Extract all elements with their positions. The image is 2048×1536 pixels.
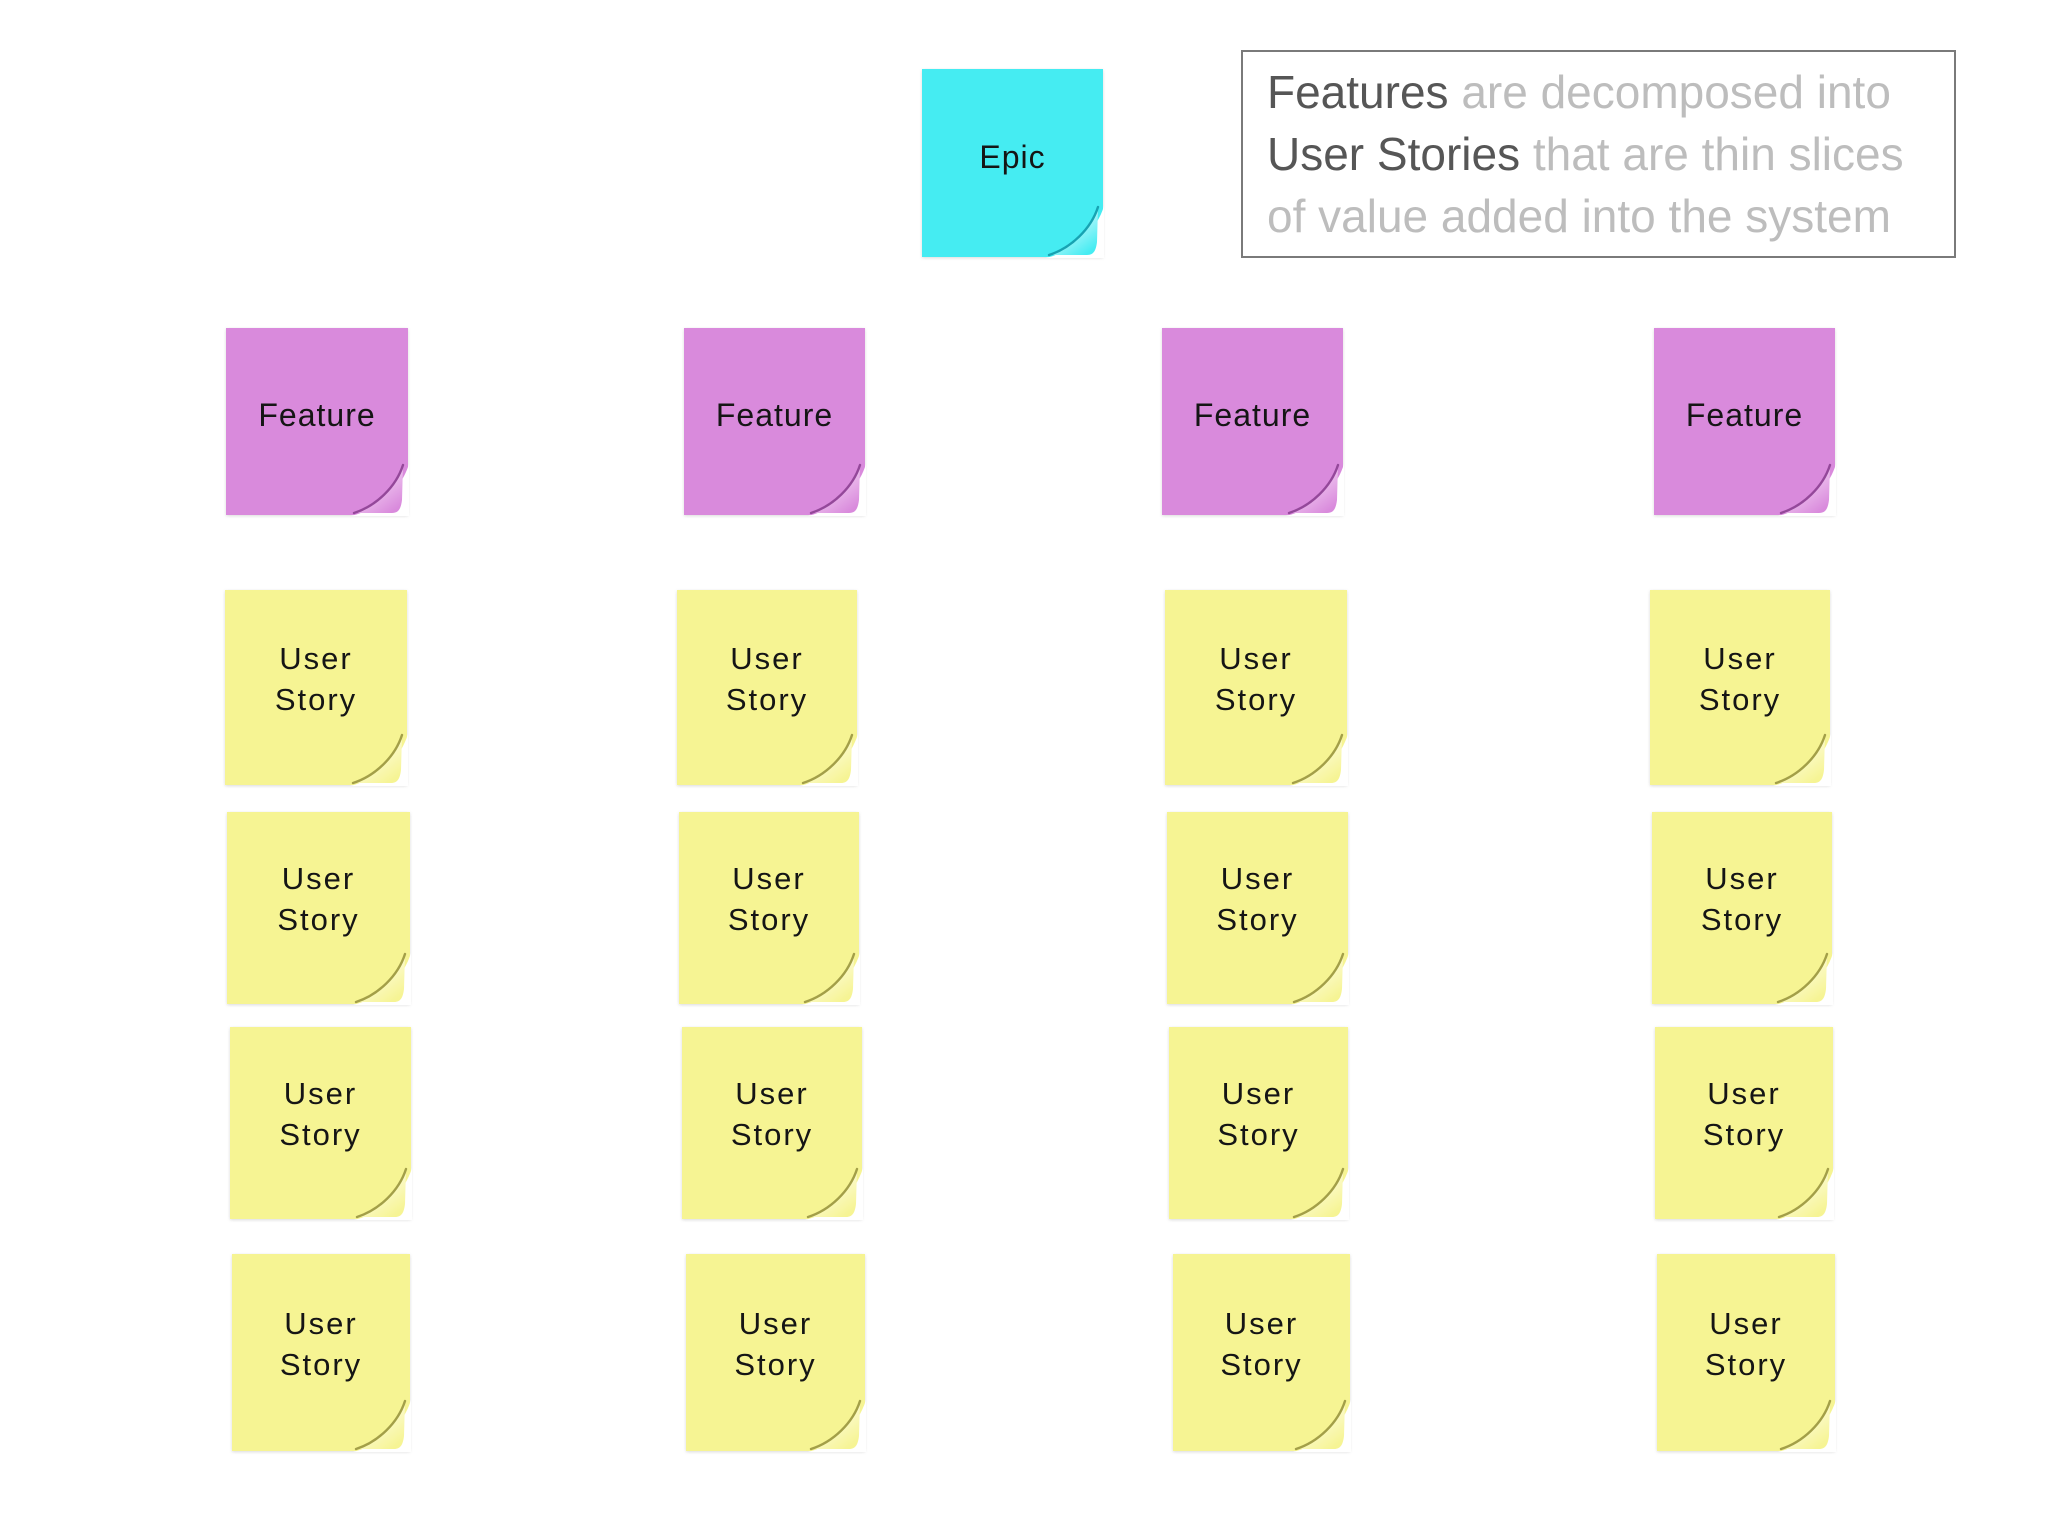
user-story-note[interactable]: User Story (227, 812, 411, 1005)
feature-note[interactable]: Feature (1654, 328, 1836, 516)
epic-note-label: Epic (979, 138, 1046, 175)
callout-rest: are decomposed into (1461, 66, 1891, 118)
user-story-note-label: User Story (730, 1076, 814, 1152)
user-story-note[interactable]: User Story (230, 1027, 412, 1220)
page-curl-icon (350, 733, 408, 786)
user-story-note[interactable]: User Story (1165, 590, 1348, 786)
user-story-note-label: User Story (727, 861, 811, 937)
user-story-note[interactable]: User Story (677, 590, 858, 786)
page-curl-icon (353, 952, 411, 1005)
user-story-note[interactable]: User Story (682, 1027, 863, 1220)
page-curl-icon (1291, 1167, 1349, 1220)
feature-note-label: Feature (1685, 397, 1804, 434)
page-curl-icon (1778, 1399, 1836, 1452)
user-story-note[interactable]: User Story (679, 812, 860, 1005)
callout-line: of value added into the system (1267, 185, 1930, 247)
callout-emphasis: User Stories (1267, 128, 1533, 180)
user-story-note-label: User Story (1220, 1305, 1303, 1382)
page-curl-icon (800, 733, 858, 786)
callout-rest: that are thin slices (1532, 128, 1904, 180)
page-curl-icon (805, 1167, 863, 1220)
user-story-note-label: User Story (1214, 640, 1298, 717)
feature-note-label: Feature (715, 397, 834, 434)
user-story-note-label: User Story (1702, 1076, 1786, 1152)
feature-note-label: Feature (1193, 397, 1312, 434)
user-story-note[interactable]: User Story (225, 590, 408, 786)
page-curl-icon (1778, 463, 1836, 516)
callout-line: Features are decomposed into (1267, 61, 1930, 123)
feature-note[interactable]: Feature (226, 328, 409, 516)
feature-note[interactable]: Feature (1162, 328, 1344, 516)
user-story-note-label: User Story (274, 640, 358, 717)
page-curl-icon (1290, 733, 1348, 786)
user-story-note-label: User Story (1217, 1076, 1300, 1152)
page-curl-icon (1775, 952, 1833, 1005)
epic-note[interactable]: Epic (922, 69, 1104, 258)
page-curl-icon (354, 1167, 412, 1220)
user-story-note-label: User Story (1216, 861, 1299, 937)
page-curl-icon (1286, 463, 1344, 516)
user-story-note-label: User Story (734, 1305, 817, 1382)
user-story-note-label: User Story (279, 1076, 362, 1152)
page-curl-icon (353, 1399, 411, 1452)
page-curl-icon (808, 463, 866, 516)
callout-emphasis: Features (1267, 66, 1462, 118)
page-curl-icon (1291, 952, 1349, 1005)
user-story-note[interactable]: User Story (686, 1254, 866, 1452)
page-curl-icon (1776, 1167, 1834, 1220)
user-story-note[interactable]: User Story (1167, 812, 1349, 1005)
user-story-note[interactable]: User Story (1169, 1027, 1349, 1220)
page-curl-icon (1293, 1399, 1351, 1452)
user-story-note-label: User Story (1700, 861, 1784, 937)
user-story-note[interactable]: User Story (1173, 1254, 1351, 1452)
page-curl-icon (351, 463, 409, 516)
callout-rest: of value added into the system (1267, 190, 1891, 242)
user-story-note[interactable]: User Story (1655, 1027, 1834, 1220)
user-story-note[interactable]: User Story (1652, 812, 1833, 1005)
feature-note[interactable]: Feature (684, 328, 866, 516)
callout-box: Features are decomposed into User Storie… (1241, 50, 1956, 258)
user-story-note[interactable]: User Story (1650, 590, 1831, 786)
user-story-note[interactable]: User Story (1657, 1254, 1836, 1452)
user-story-note-label: User Story (1698, 640, 1782, 717)
page-curl-icon (1046, 205, 1104, 258)
user-story-note[interactable]: User Story (232, 1254, 411, 1452)
callout-line: User Stories that are thin slices (1267, 123, 1930, 185)
user-story-note-label: User Story (277, 861, 360, 937)
page-curl-icon (1773, 733, 1831, 786)
page-curl-icon (808, 1399, 866, 1452)
feature-note-label: Feature (258, 397, 376, 434)
user-story-note-label: User Story (725, 640, 809, 717)
user-story-note-label: User Story (1704, 1305, 1788, 1382)
page-curl-icon (802, 952, 860, 1005)
user-story-note-label: User Story (279, 1305, 363, 1382)
